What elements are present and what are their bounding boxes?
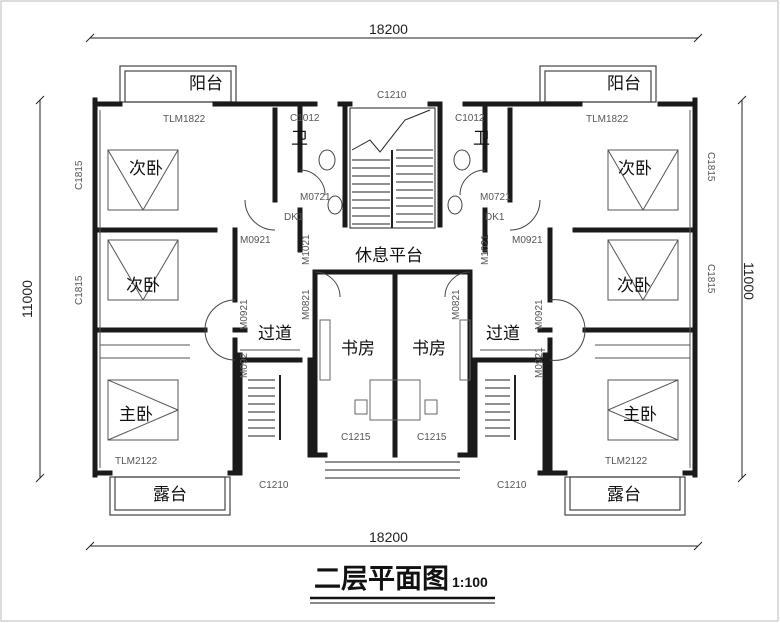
tag-m1021-left: M1021 — [301, 234, 312, 265]
balconies — [109, 65, 686, 516]
tag-c1012-right: C1012 — [455, 113, 485, 124]
door-swings — [204, 169, 586, 361]
tag-m0921-right-1: M0921 — [512, 235, 543, 246]
tag-m0921-right-2: M0921 — [534, 299, 545, 330]
drawing-scale: 1:100 — [452, 574, 488, 590]
tag-tlm2122-left: TLM2122 — [115, 456, 158, 467]
right-dimension: 11000 — [741, 262, 757, 300]
wall-linings — [99, 110, 691, 468]
tag-tlm2122-right: TLM2122 — [605, 456, 648, 467]
tag-m0821-left: M0821 — [301, 289, 312, 320]
room-label-bathroom-left: 卫 — [291, 129, 308, 149]
room-label-study-right: 书房 — [412, 339, 446, 359]
study-desks — [319, 319, 471, 421]
room-label-corridor-left: 过道 — [258, 324, 292, 344]
room-label-secondary-bedroom-3: 次卧 — [126, 276, 160, 296]
room-label-secondary-bedroom-1: 次卧 — [129, 159, 163, 179]
room-label-corridor-right: 过道 — [486, 324, 520, 344]
dimension-lines — [35, 33, 747, 551]
tag-m1021-right: M1021 — [480, 234, 491, 265]
room-label-balcony-right: 阳台 — [607, 74, 641, 94]
title-underline — [310, 596, 495, 604]
tag-m0721-left: M0721 — [300, 192, 331, 203]
tag-c1815-right-2: C1815 — [705, 264, 716, 294]
wardrobe-symbols — [100, 149, 690, 441]
walls — [92, 97, 698, 478]
room-label-balcony-left: 阳台 — [189, 74, 223, 94]
room-label-secondary-bedroom-2: 次卧 — [618, 159, 652, 179]
tag-m0921-right-3: M0921 — [534, 347, 545, 378]
side-staircases — [248, 375, 516, 479]
room-label-master-bedroom-left: 主卧 — [119, 405, 153, 425]
tag-m0921-left-2: M0921 — [239, 299, 250, 330]
tag-c1815-left-2: C1815 — [74, 275, 85, 305]
top-dimension: 18200 — [369, 21, 408, 37]
room-label-terrace-left: 露台 — [153, 485, 187, 505]
tag-c1210-top: C1210 — [377, 90, 407, 101]
tag-tlm1822-left: TLM1822 — [163, 114, 206, 125]
main-staircase — [349, 107, 436, 229]
room-label-study-left: 书房 — [341, 339, 375, 359]
tag-c1815-right-1: C1815 — [705, 152, 716, 182]
tag-m0721-right: M0721 — [480, 192, 511, 203]
tag-tlm1822-right: TLM1822 — [586, 114, 629, 125]
tag-c1215-right: C1215 — [417, 432, 447, 443]
tag-dk1-right: DK1 — [485, 212, 505, 223]
room-label-bathroom-right: 卫 — [473, 129, 490, 149]
room-label-secondary-bedroom-4: 次卧 — [617, 276, 651, 296]
tag-c1815-left-1: C1815 — [74, 160, 85, 190]
tag-c1210-bottom-left: C1210 — [259, 480, 289, 491]
room-label-landing: 休息平台 — [355, 246, 423, 266]
tag-c1210-bottom-right: C1210 — [497, 480, 527, 491]
tag-m0921-left-1: M0921 — [240, 235, 271, 246]
tag-c1012-left: C1012 — [290, 113, 320, 124]
tag-m092-left: M092 — [239, 352, 250, 378]
bottom-dimension: 18200 — [369, 529, 408, 545]
bath-fixtures — [318, 149, 471, 215]
room-label-terrace-right: 露台 — [607, 485, 641, 505]
tag-dk1-left: DK1 — [284, 212, 304, 223]
drawing-title: 二层平面图 — [314, 564, 449, 595]
left-dimension: 11000 — [19, 280, 35, 318]
room-label-master-bedroom-right: 主卧 — [623, 405, 657, 425]
tag-c1215-left: C1215 — [341, 432, 371, 443]
tag-m0821-right: M0821 — [451, 289, 462, 320]
